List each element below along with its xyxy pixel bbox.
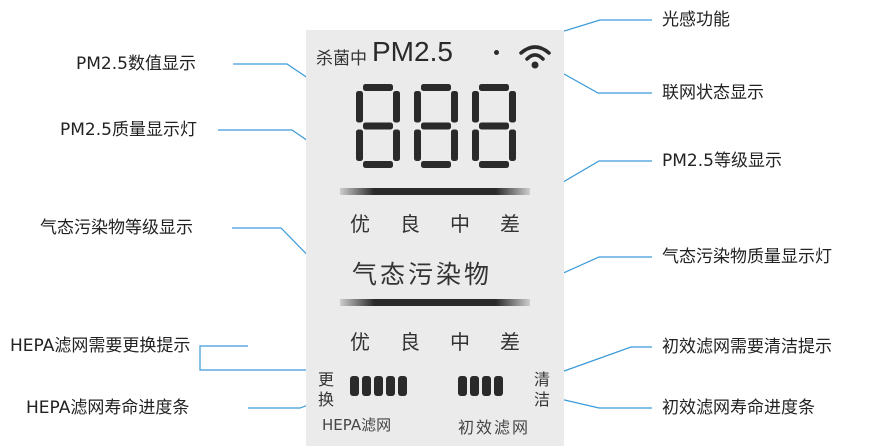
gas-pollutant-title: 气态污染物 xyxy=(352,260,493,289)
hepa-cell xyxy=(350,376,359,396)
callout-hepa-life-bar: HEPA滤网寿命进度条 xyxy=(26,398,190,418)
digit-segment xyxy=(472,91,479,123)
hepa-life-progress-bar xyxy=(350,376,420,396)
digit-segment xyxy=(414,91,421,123)
callout-pm25-level: PM2.5等级显示 xyxy=(662,151,782,171)
digit-segment xyxy=(356,91,363,123)
callout-network-status: 联网状态显示 xyxy=(662,83,764,103)
digit-segment xyxy=(393,91,400,123)
gas-level-good: 良 xyxy=(400,330,420,354)
callout-gas-level: 气态污染物等级显示 xyxy=(40,218,193,238)
digit-segment xyxy=(414,129,421,161)
callout-light-sensor: 光感功能 xyxy=(662,10,730,30)
hepa-cell xyxy=(362,376,371,396)
leader-prefilter-clean xyxy=(552,346,652,376)
gas-quality-light-bar xyxy=(340,299,530,306)
prefilter-cell xyxy=(470,376,479,396)
prefilter-life-progress-bar xyxy=(458,376,518,396)
pm25-level-poor: 差 xyxy=(500,212,520,236)
pm25-level-moderate: 中 xyxy=(450,212,470,236)
digit-segment xyxy=(479,122,509,130)
prefilter-cell xyxy=(482,376,491,396)
digit-segment xyxy=(393,129,400,161)
leader-hepa-replace xyxy=(199,345,310,371)
gas-level-excellent: 优 xyxy=(350,330,370,354)
lcd-display-panel: 杀菌中 PM2.5 888 优 良 中 差 气态污染物 优 良 中 差 更 换 xyxy=(306,30,564,446)
hepa-cell xyxy=(386,376,395,396)
callout-hepa-replace-hint: HEPA滤网需要更换提示 xyxy=(10,336,191,356)
prefilter-cell xyxy=(494,376,503,396)
digit-segment xyxy=(421,84,451,91)
pm25-level-excellent: 优 xyxy=(350,212,370,236)
digit-segment xyxy=(356,129,363,161)
gas-level-moderate: 中 xyxy=(450,330,470,354)
clean-hint-top: 清 xyxy=(534,370,551,389)
digit-segment xyxy=(479,161,509,168)
callout-gas-quality-light: 气态污染物质量显示灯 xyxy=(662,247,832,267)
digit-segment xyxy=(363,84,393,91)
gas-level-row: 优 良 中 差 xyxy=(350,326,520,355)
digit-segment xyxy=(472,129,479,161)
pm25-seven-segment-digits xyxy=(356,84,516,168)
wifi-icon xyxy=(519,45,551,69)
callout-prefilter-life-bar: 初效滤网寿命进度条 xyxy=(662,398,815,418)
clean-hint-bottom: 洁 xyxy=(534,390,551,409)
digit-segment xyxy=(363,161,393,168)
light-sensor-icon xyxy=(494,50,499,55)
prefilter-cell xyxy=(458,376,467,396)
digit-segment xyxy=(363,122,393,130)
digit-segment xyxy=(451,91,458,123)
hepa-cell xyxy=(398,376,407,396)
digit-segment xyxy=(421,161,451,168)
digit-segment xyxy=(509,91,516,123)
replace-hint-top: 更 xyxy=(318,370,335,389)
digit-segment xyxy=(479,84,509,91)
pm25-level-good: 良 xyxy=(400,212,420,236)
gas-level-poor: 差 xyxy=(500,330,520,354)
sterilizing-indicator: 杀菌中 xyxy=(316,49,367,69)
callout-pm25-quality-light: PM2.5质量显示灯 xyxy=(60,120,197,140)
digit-segment xyxy=(421,122,451,130)
prefilter-label: 初效滤网 xyxy=(458,418,531,437)
pm25-level-row: 优 良 中 差 xyxy=(350,208,520,237)
pm25-label: PM2.5 xyxy=(372,36,453,67)
digit-segment xyxy=(451,129,458,161)
pm25-quality-light-bar xyxy=(340,188,530,195)
callout-pm25-value: PM2.5数值显示 xyxy=(76,54,196,74)
callout-prefilter-clean-hint: 初效滤网需要清洁提示 xyxy=(662,337,832,357)
digit-segment xyxy=(509,129,516,161)
replace-hint-bottom: 换 xyxy=(318,390,335,409)
hepa-filter-label: HEPA滤网 xyxy=(322,416,392,434)
hepa-cell xyxy=(374,376,383,396)
